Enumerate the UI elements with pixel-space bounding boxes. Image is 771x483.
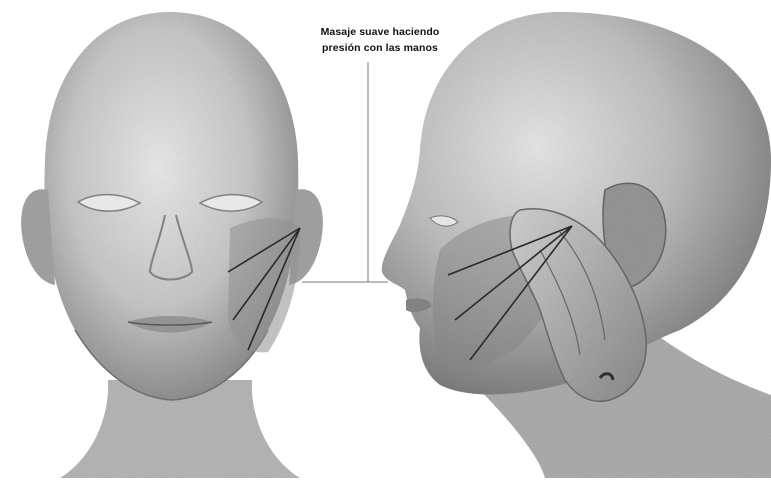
annotation-label: Masaje suave haciendo presión con las ma… — [300, 24, 460, 56]
front-massage-zone — [228, 218, 300, 352]
annotation-line-2: presión con las manos — [300, 40, 460, 56]
front-face-figure — [21, 12, 323, 478]
side-face-figure — [382, 12, 771, 478]
annotation-line-1: Masaje suave haciendo — [300, 24, 460, 40]
